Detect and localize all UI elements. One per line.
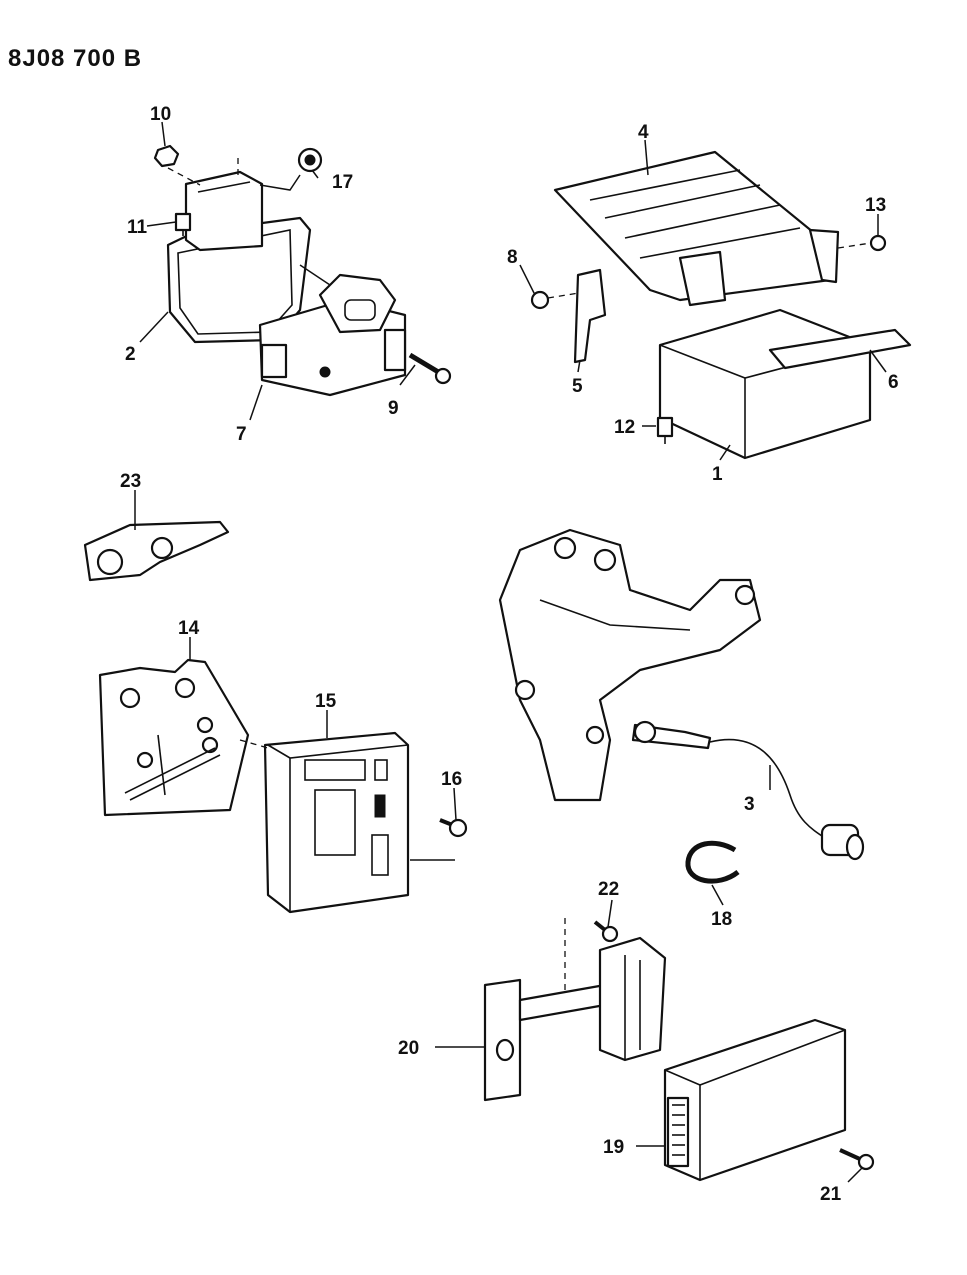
callout-8: 8 [507,247,518,268]
callout-1: 1 [712,464,723,485]
callout-labels: 1 2 3 4 5 6 7 8 9 10 11 12 13 14 15 16 1… [120,104,899,1205]
part-6-strip [768,328,912,370]
callout-9: 9 [388,398,399,419]
part-5-clip [573,268,607,364]
callout-2: 2 [125,344,136,365]
callout-3: 3 [744,794,755,815]
part-14-plate [98,658,250,817]
leader-13-dash [837,242,872,249]
callout-23: 23 [120,471,141,492]
part-2-bracket [166,170,312,344]
callout-6: 6 [888,372,899,393]
callout-18: 18 [711,909,732,930]
part-7-sensor [258,273,407,397]
callout-7: 7 [236,424,247,445]
part-16-screw [439,818,468,838]
callout-4: 4 [638,122,649,143]
part-12-screw [656,416,674,444]
part-20-bracket [483,936,667,1102]
callout-15: 15 [315,691,337,712]
part-21-screw [839,1148,875,1171]
callout-19: 19 [603,1137,624,1158]
callout-14: 14 [178,618,200,639]
callout-20: 20 [398,1038,419,1059]
part-22-screw [593,920,619,943]
part-18-ring [685,840,740,884]
callout-17: 17 [332,172,353,193]
part-17-nut [297,147,323,173]
part-8-screw [530,290,550,310]
part-3-o2-sensor [631,720,865,861]
part-13-nut [869,234,887,252]
leader-14-dash [239,739,269,749]
part-9-screw [408,352,452,385]
exhaust-manifold [498,528,762,802]
callout-10: 10 [150,104,171,125]
callout-22: 22 [598,879,619,900]
connector-guide [299,264,331,286]
part-19-module [663,1018,847,1182]
callout-21: 21 [820,1184,842,1205]
callout-leaders [134,121,887,1183]
diagram-ref-code: 8J08 700 B [8,45,142,72]
part-15-module [263,731,410,914]
callout-12: 12 [614,417,635,438]
leader-17-guide [259,174,301,191]
part-4-cover [553,150,840,307]
callout-11: 11 [127,217,148,238]
part-23-bracket [83,520,230,582]
part-1-ecu [658,308,872,460]
part-10-nut [153,144,180,168]
callout-5: 5 [572,376,583,397]
callout-16: 16 [441,769,462,790]
callout-13: 13 [865,195,886,216]
